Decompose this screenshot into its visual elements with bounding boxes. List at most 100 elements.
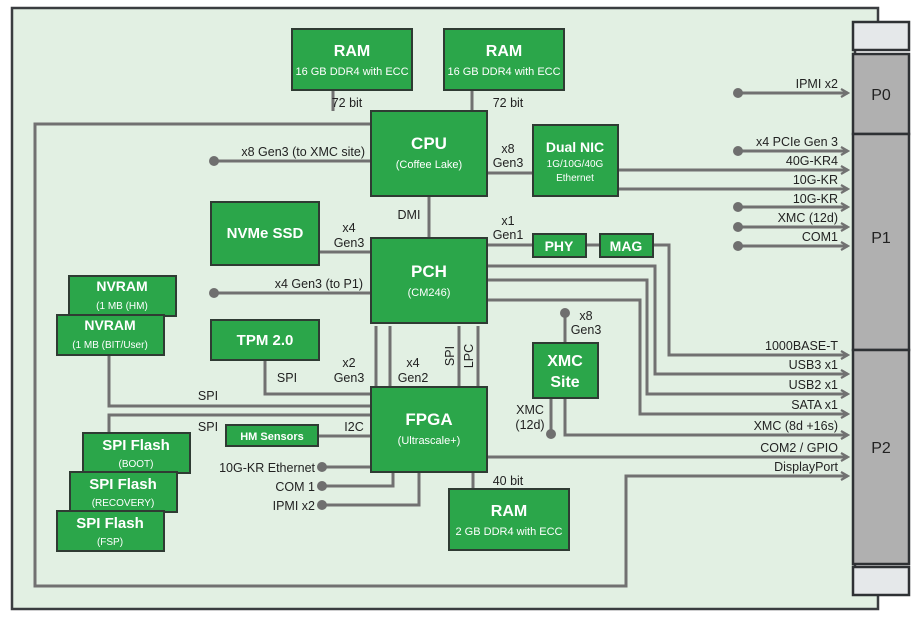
mag-block: MAG <box>599 233 654 258</box>
svg-text:1G/10G/40G: 1G/10G/40G <box>547 159 604 170</box>
phy-block: PHY <box>532 233 587 258</box>
svg-text:(Ultrascale+): (Ultrascale+) <box>398 435 461 447</box>
svg-text:(RECOVERY): (RECOVERY) <box>92 498 155 509</box>
hm-sensors-block: HM Sensors <box>225 424 319 447</box>
label-xmc-x8-1: x8 <box>579 309 592 323</box>
wire-usb2 <box>487 278 848 394</box>
label-fpga-com1: COM 1 <box>275 480 315 494</box>
signal-p0-0: IPMI x2 <box>796 77 838 91</box>
label-tpm-spi: SPI <box>277 371 297 385</box>
fpga-block: FPGA (Ultrascale+) <box>370 386 488 473</box>
cpu-block: CPU (Coffee Lake) <box>370 110 488 197</box>
signal-p2-0: 1000BASE-T <box>765 339 838 353</box>
label-nvme-1: x4 <box>342 221 355 235</box>
endpoint-dot <box>733 202 743 212</box>
ram-block-2: RAM 16 GB DDR4 with ECC <box>443 28 565 91</box>
svg-text:Ethernet: Ethernet <box>556 173 594 184</box>
wire-fpga-com1 <box>322 472 395 488</box>
signal-p1-3: 10G-KR <box>793 192 838 206</box>
wire-nvram-spi <box>107 355 372 408</box>
dual-nic-block: Dual NIC 1G/10G/40G Ethernet <box>532 124 619 197</box>
label-pch-phy-2: Gen1 <box>493 228 524 242</box>
svg-text:RAM: RAM <box>486 43 522 60</box>
svg-text:NVRAM: NVRAM <box>96 278 147 294</box>
nvram-hm-block: NVRAM (1 MB (HM) <box>68 275 177 317</box>
xmc-site-block: XMC Site <box>532 342 599 399</box>
pch-block: PCH (CM246) <box>370 237 488 324</box>
endpoint-dot <box>560 308 570 318</box>
label-fpga-ipmi: IPMI x2 <box>273 499 315 513</box>
spi-flash-boot-block: SPI Flash (BOOT) <box>82 432 191 474</box>
nvram-bit-block: NVRAM (1 MB (BIT/User) <box>56 314 165 356</box>
endpoint-dot <box>209 156 219 166</box>
label-xmc-12d-1: XMC <box>516 403 544 417</box>
top-cap <box>851 20 911 52</box>
svg-text:(CM246): (CM246) <box>408 287 451 299</box>
ram-block-fpga: RAM 2 GB DDR4 with ECC <box>448 488 570 551</box>
label-fpga-x4-1: x4 <box>406 356 419 370</box>
bottom-cap <box>851 565 911 597</box>
ram-block-1: RAM 16 GB DDR4 with ECC <box>291 28 413 91</box>
svg-text:NVRAM: NVRAM <box>84 317 135 333</box>
svg-text:Site: Site <box>550 374 579 391</box>
wire-flash-spi <box>107 413 372 434</box>
label-pch-phy-1: x1 <box>501 214 514 228</box>
svg-text:(BOOT): (BOOT) <box>119 459 154 470</box>
endpoint-dot <box>317 462 327 472</box>
signal-p2-4: XMC (8d +16s) <box>754 419 838 433</box>
endpoint-dot <box>733 146 743 156</box>
label-i2c: I2C <box>344 420 363 434</box>
signal-p2-6: DisplayPort <box>774 460 838 474</box>
label-fpga-x4-2: Gen2 <box>398 371 429 385</box>
svg-text:16 GB DDR4 with ECC: 16 GB DDR4 with ECC <box>295 66 408 78</box>
spi-flash-fsp-block: SPI Flash (FSP) <box>56 510 165 552</box>
wire-sata <box>487 298 848 414</box>
signal-p2-2: USB2 x1 <box>789 378 838 392</box>
spi-flash-recovery-block: SPI Flash (RECOVERY) <box>69 471 178 513</box>
endpoint-dot <box>546 429 556 439</box>
signal-p1-0: x4 PCIe Gen 3 <box>756 135 838 149</box>
label-cpu-nic-1: x8 <box>501 142 514 156</box>
svg-text:SPI Flash: SPI Flash <box>102 437 170 454</box>
svg-text:(FSP): (FSP) <box>97 537 123 548</box>
wire-tpm-spi <box>263 360 372 396</box>
connector-p1-label: P1 <box>871 230 891 247</box>
svg-text:TPM 2.0: TPM 2.0 <box>237 332 294 349</box>
svg-text:SPI Flash: SPI Flash <box>89 476 157 493</box>
label-pch-lpc: LPC <box>462 344 476 368</box>
svg-text:HM Sensors: HM Sensors <box>240 431 304 443</box>
svg-text:XMC: XMC <box>547 353 583 370</box>
label-fpga-10g: 10G-KR Ethernet <box>219 461 315 475</box>
endpoint-dot <box>317 500 327 510</box>
label-pch-p1: x4 Gen3 (to P1) <box>275 277 363 291</box>
label-ram3-bus: 40 bit <box>493 474 524 488</box>
signal-p1-5: COM1 <box>802 230 838 244</box>
svg-text:16 GB DDR4 with ECC: 16 GB DDR4 with ECC <box>447 66 560 78</box>
svg-text:RAM: RAM <box>491 503 527 520</box>
label-dmi: DMI <box>398 208 421 222</box>
signal-p2-3: SATA x1 <box>791 398 838 412</box>
connector-p0-label: P0 <box>871 87 891 104</box>
endpoint-dot <box>733 88 743 98</box>
tpm-block: TPM 2.0 <box>210 319 320 361</box>
connector-p2 <box>851 348 911 566</box>
svg-text:(1 MB (BIT/User): (1 MB (BIT/User) <box>72 340 148 351</box>
endpoint-dot <box>733 241 743 251</box>
connector-p0 <box>851 52 911 136</box>
nvme-ssd-block: NVMe SSD <box>210 201 320 266</box>
svg-text:2 GB DDR4 with ECC: 2 GB DDR4 with ECC <box>456 526 563 538</box>
label-cpu-nic-2: Gen3 <box>493 156 524 170</box>
wire-xmc-8d16s <box>563 398 848 435</box>
label-fpga-x2-1: x2 <box>342 356 355 370</box>
signal-p1-4: XMC (12d) <box>778 211 838 225</box>
signal-p1-2: 10G-KR <box>793 173 838 187</box>
wire-fpga-ipmi <box>322 472 421 507</box>
label-cpu-xmc: x8 Gen3 (to XMC site) <box>241 145 365 159</box>
svg-text:PHY: PHY <box>545 238 574 254</box>
label-ram2-bus: 72 bit <box>493 96 524 110</box>
wire-1000base-t <box>653 243 848 355</box>
svg-text:FPGA: FPGA <box>405 410 452 429</box>
connector-p2-label: P2 <box>871 440 891 457</box>
signal-p2-1: USB3 x1 <box>789 358 838 372</box>
